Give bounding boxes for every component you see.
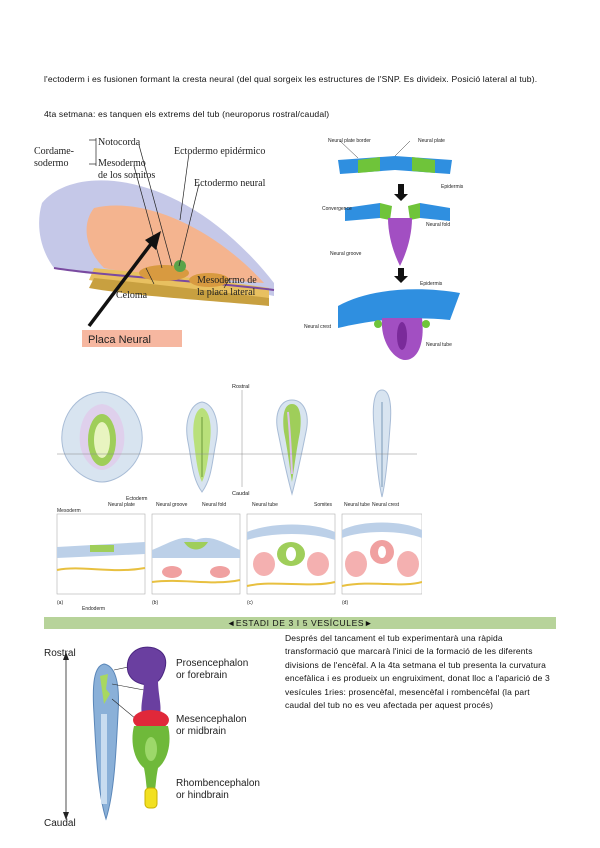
label-caudal-vesicles: Caudal: [44, 818, 76, 829]
label-panel-a: (a): [57, 600, 63, 606]
label-neural-plate: Neural plate: [418, 138, 445, 144]
label-ectodermo-neural: Ectodermo neural: [194, 178, 266, 189]
label-neural-tube-c: Neural tube: [252, 502, 278, 508]
label-mesodermo-placa: Mesodermo de: [197, 275, 257, 286]
label-endoderm: Endoderm: [82, 606, 105, 612]
label-panel-c: (c): [247, 600, 253, 606]
label-mesencephalon: Mesencephalon: [176, 714, 247, 725]
label-rhombencephalon: Rhombencephalon: [176, 778, 260, 789]
label-neural-tube: Neural tube: [426, 342, 452, 348]
label-mesoderm: Mesoderm: [57, 508, 81, 514]
label-placa-neural: Placa Neural: [88, 334, 151, 346]
label-caudal-stages: Caudal: [232, 491, 249, 497]
label-neural-crest-d: Neural crest: [372, 502, 400, 508]
figure-neural-plate-section: Cordame- sodermo Notocorda Mesodermo de …: [34, 137, 275, 347]
label-panel-d: (d): [342, 600, 348, 606]
label-neural-fold-b: Neural fold: [202, 502, 226, 508]
label-somites: Somites: [314, 502, 333, 508]
label-epidermis: Epidermis: [441, 184, 464, 190]
label-panel-b: (b): [152, 600, 158, 606]
paragraph-cresta-neural: l'ectoderm i es fusionen formant la cres…: [44, 74, 538, 84]
label-prosencephalon: Prosencephalon: [176, 658, 248, 669]
label-forebrain: or forebrain: [176, 670, 227, 681]
label-epidermis-2: Epidermis: [420, 281, 443, 287]
label-midbrain: or midbrain: [176, 726, 226, 737]
label-celoma: Celoma: [116, 290, 148, 301]
label-neural-plate-border: Neural plate border: [328, 138, 371, 144]
label-neural-crest: Neural crest: [304, 324, 332, 330]
label-rostral-vesicles: Rostral: [44, 648, 76, 659]
label-cordamesodermo: Cordame-: [34, 146, 74, 157]
label-cordamesodermo-2: sodermo: [34, 158, 68, 169]
label-ectoderm: Ectoderm: [126, 496, 147, 502]
figure-embryo-stages: Rostral Caudal Mesoderm Neural plate Ect…: [56, 384, 422, 612]
label-neural-groove-b: Neural groove: [156, 502, 188, 508]
figure-neurulation-steps: Neural plate border Neural plate Epiderm…: [304, 138, 464, 360]
figure-brain-vesicles: Rostral Caudal Prosencephalon or forebra…: [44, 646, 260, 829]
label-mesodermo-somitos-2: de los somitos: [98, 170, 155, 181]
section-banner-vesicules: ◄ESTADI DE 3 I 5 VESÍCULES►: [44, 617, 556, 629]
label-rostral-stages: Rostral: [232, 384, 249, 390]
paragraph-vesicules: Després del tancament el tub experimenta…: [285, 633, 550, 711]
label-notocorda: Notocorda: [98, 137, 141, 148]
label-neural-groove: Neural groove: [330, 251, 362, 257]
label-neural-tube-d: Neural tube: [344, 502, 370, 508]
label-neural-fold: Neural fold: [426, 222, 450, 228]
label-mesodermo-somitos: Mesodermo: [98, 158, 146, 169]
label-ectodermo-epidermico: Ectodermo epidérmico: [174, 146, 265, 157]
paragraph-4ta-setmana: 4ta setmana: es tanquen els extrems del …: [44, 109, 330, 119]
placa-neural-box: [82, 330, 182, 347]
label-neural-plate-a: Neural plate: [108, 502, 135, 508]
label-mesodermo-placa-2: la placa lateral: [197, 287, 256, 298]
label-convergence: Convergence: [322, 206, 352, 212]
label-hindbrain: or hindbrain: [176, 790, 229, 801]
